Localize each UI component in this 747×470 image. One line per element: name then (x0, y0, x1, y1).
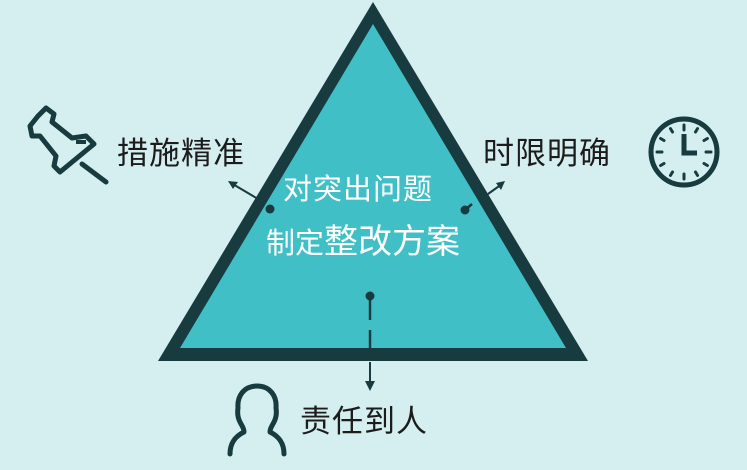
center-text-emphasis: 整改方案 (324, 222, 461, 262)
left-connector (228, 181, 275, 214)
center-text-line-2: 制定整改方案 (266, 225, 460, 259)
bottom-connector (365, 291, 375, 391)
clock-icon (648, 116, 720, 188)
label-measures-precise: 措施精准 (117, 136, 245, 172)
person-icon (227, 383, 287, 457)
pushpin-icon (27, 105, 109, 185)
triangle-fill (180, 24, 566, 348)
label-deadline-clear: 时限明确 (483, 136, 611, 172)
right-connector (460, 181, 505, 215)
label-responsibility-assigned: 责任到人 (300, 404, 428, 440)
center-text-line-1: 对突出问题 (283, 172, 434, 206)
center-text-prefix: 制定 (266, 226, 325, 260)
